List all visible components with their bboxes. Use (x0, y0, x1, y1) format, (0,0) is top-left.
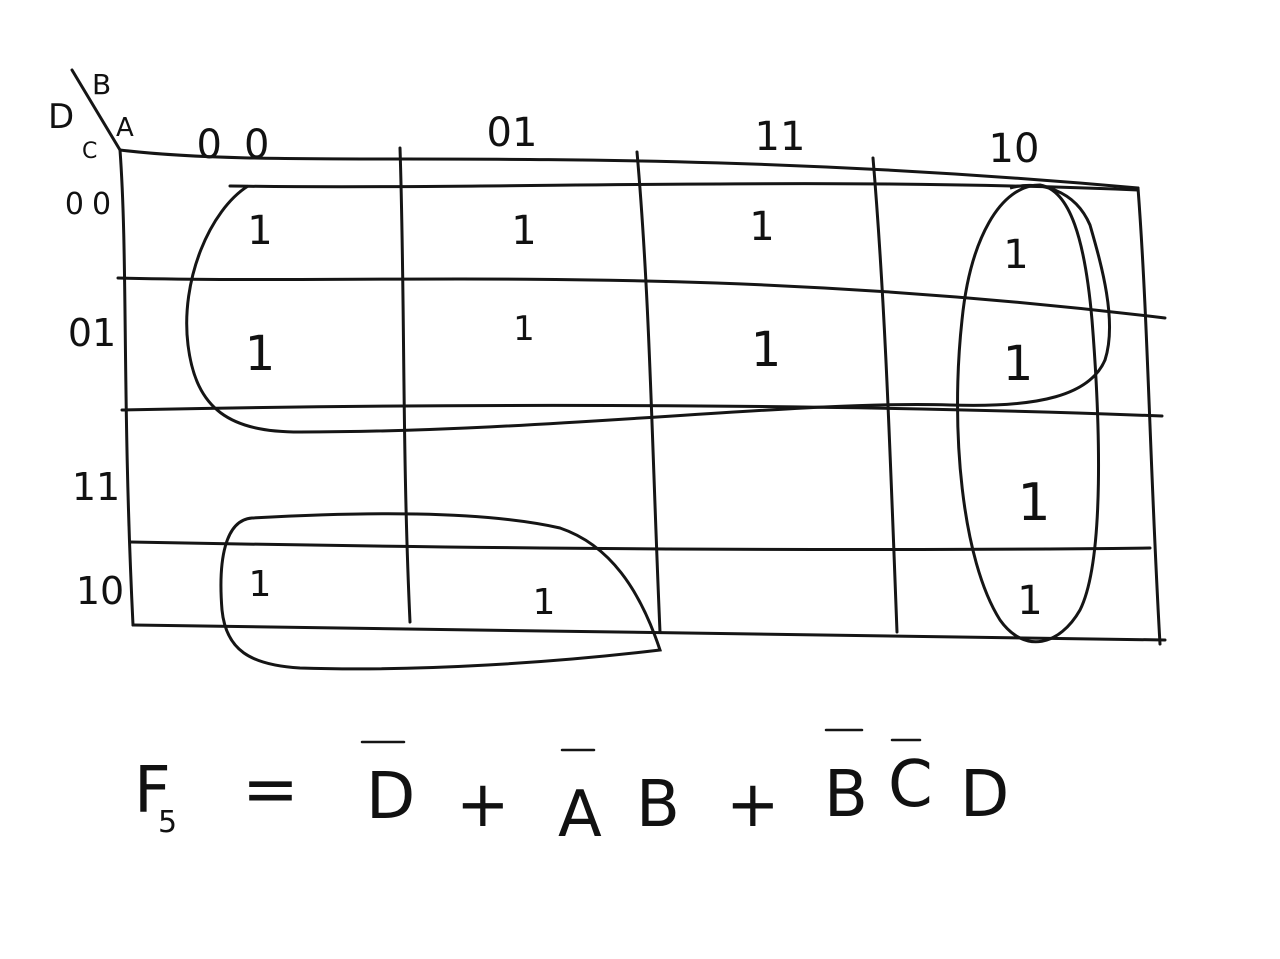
grid-line-col-2 (635, 150, 662, 634)
grid-top-line (118, 148, 1140, 190)
map-cells: 1 1 1 1 1 1 1 1 1 1 1 1 (245, 204, 1051, 624)
group-loop-bottom-row (219, 512, 663, 671)
cell-r2-c4: 1 (1003, 336, 1034, 392)
cell-r1-c3: 1 (749, 204, 774, 250)
grid-left-line (118, 148, 135, 627)
cell-r1-c4: 1 (1003, 232, 1028, 278)
expr-lhs-subscript: 5 (158, 805, 177, 840)
expr-lhs-function: F (134, 754, 171, 828)
row-header-4: 10 (76, 569, 124, 613)
cell-r3-c4: 1 (1017, 473, 1050, 533)
grid-line-col-1 (398, 146, 412, 624)
col-header-1: 00 (197, 122, 292, 168)
row-headers: 00 01 11 10 (65, 187, 124, 613)
cell-r2-c3: 1 (751, 322, 782, 378)
row-header-2: 01 (68, 311, 116, 355)
cell-r1-c1: 1 (247, 208, 272, 254)
cell-r4-c2: 1 (533, 582, 556, 623)
expr-term3-c: C (888, 748, 933, 822)
expr-equals: = (242, 750, 299, 829)
cell-r1-c2: 1 (511, 208, 536, 254)
grid-bottom-line (131, 623, 1167, 642)
group-loop-top-rows (185, 183, 1112, 434)
grid-line-row-2 (116, 276, 1167, 320)
corner-labels: D B C A (48, 68, 134, 164)
cell-r2-c2: 1 (513, 309, 535, 349)
col-header-3: 11 (755, 114, 806, 160)
corner-var-c: C (82, 139, 97, 164)
expr-plus-2: + (726, 768, 780, 842)
column-headers: 00 01 11 10 (197, 110, 1040, 172)
grid-line-row-3 (120, 403, 1164, 418)
group-loop-right-column (956, 183, 1101, 644)
cell-r4-c4: 1 (1017, 578, 1042, 624)
col-header-4: 10 (989, 126, 1040, 172)
row-header-1: 00 (65, 187, 119, 222)
grid-line-row-1 (228, 182, 1140, 192)
grouping-loops (185, 183, 1112, 671)
expr-term1: D (366, 760, 415, 834)
expr-term2-a: A (558, 778, 602, 852)
map-grid (116, 146, 1167, 646)
row-header-3: 11 (72, 465, 120, 509)
col-header-2: 01 (487, 110, 538, 156)
cell-r4-c1: 1 (249, 564, 272, 605)
expr-plus-1: + (456, 768, 510, 842)
expr-term3-d: D (960, 758, 1009, 832)
grid-line-row-4 (128, 540, 1152, 552)
expr-term3-b: B (824, 758, 868, 832)
cell-r2-c1: 1 (245, 326, 276, 382)
grid-line-col-3 (871, 156, 899, 634)
corner-var-d: D (48, 97, 74, 137)
corner-var-b: B (92, 68, 111, 101)
expr-term2-b: B (636, 768, 680, 842)
grid-right-line (1136, 186, 1162, 646)
corner-var-a: A (116, 113, 134, 143)
corner-diagonal (70, 68, 122, 152)
simplified-expression: F 5 = D + A B + B C D (134, 728, 1009, 852)
